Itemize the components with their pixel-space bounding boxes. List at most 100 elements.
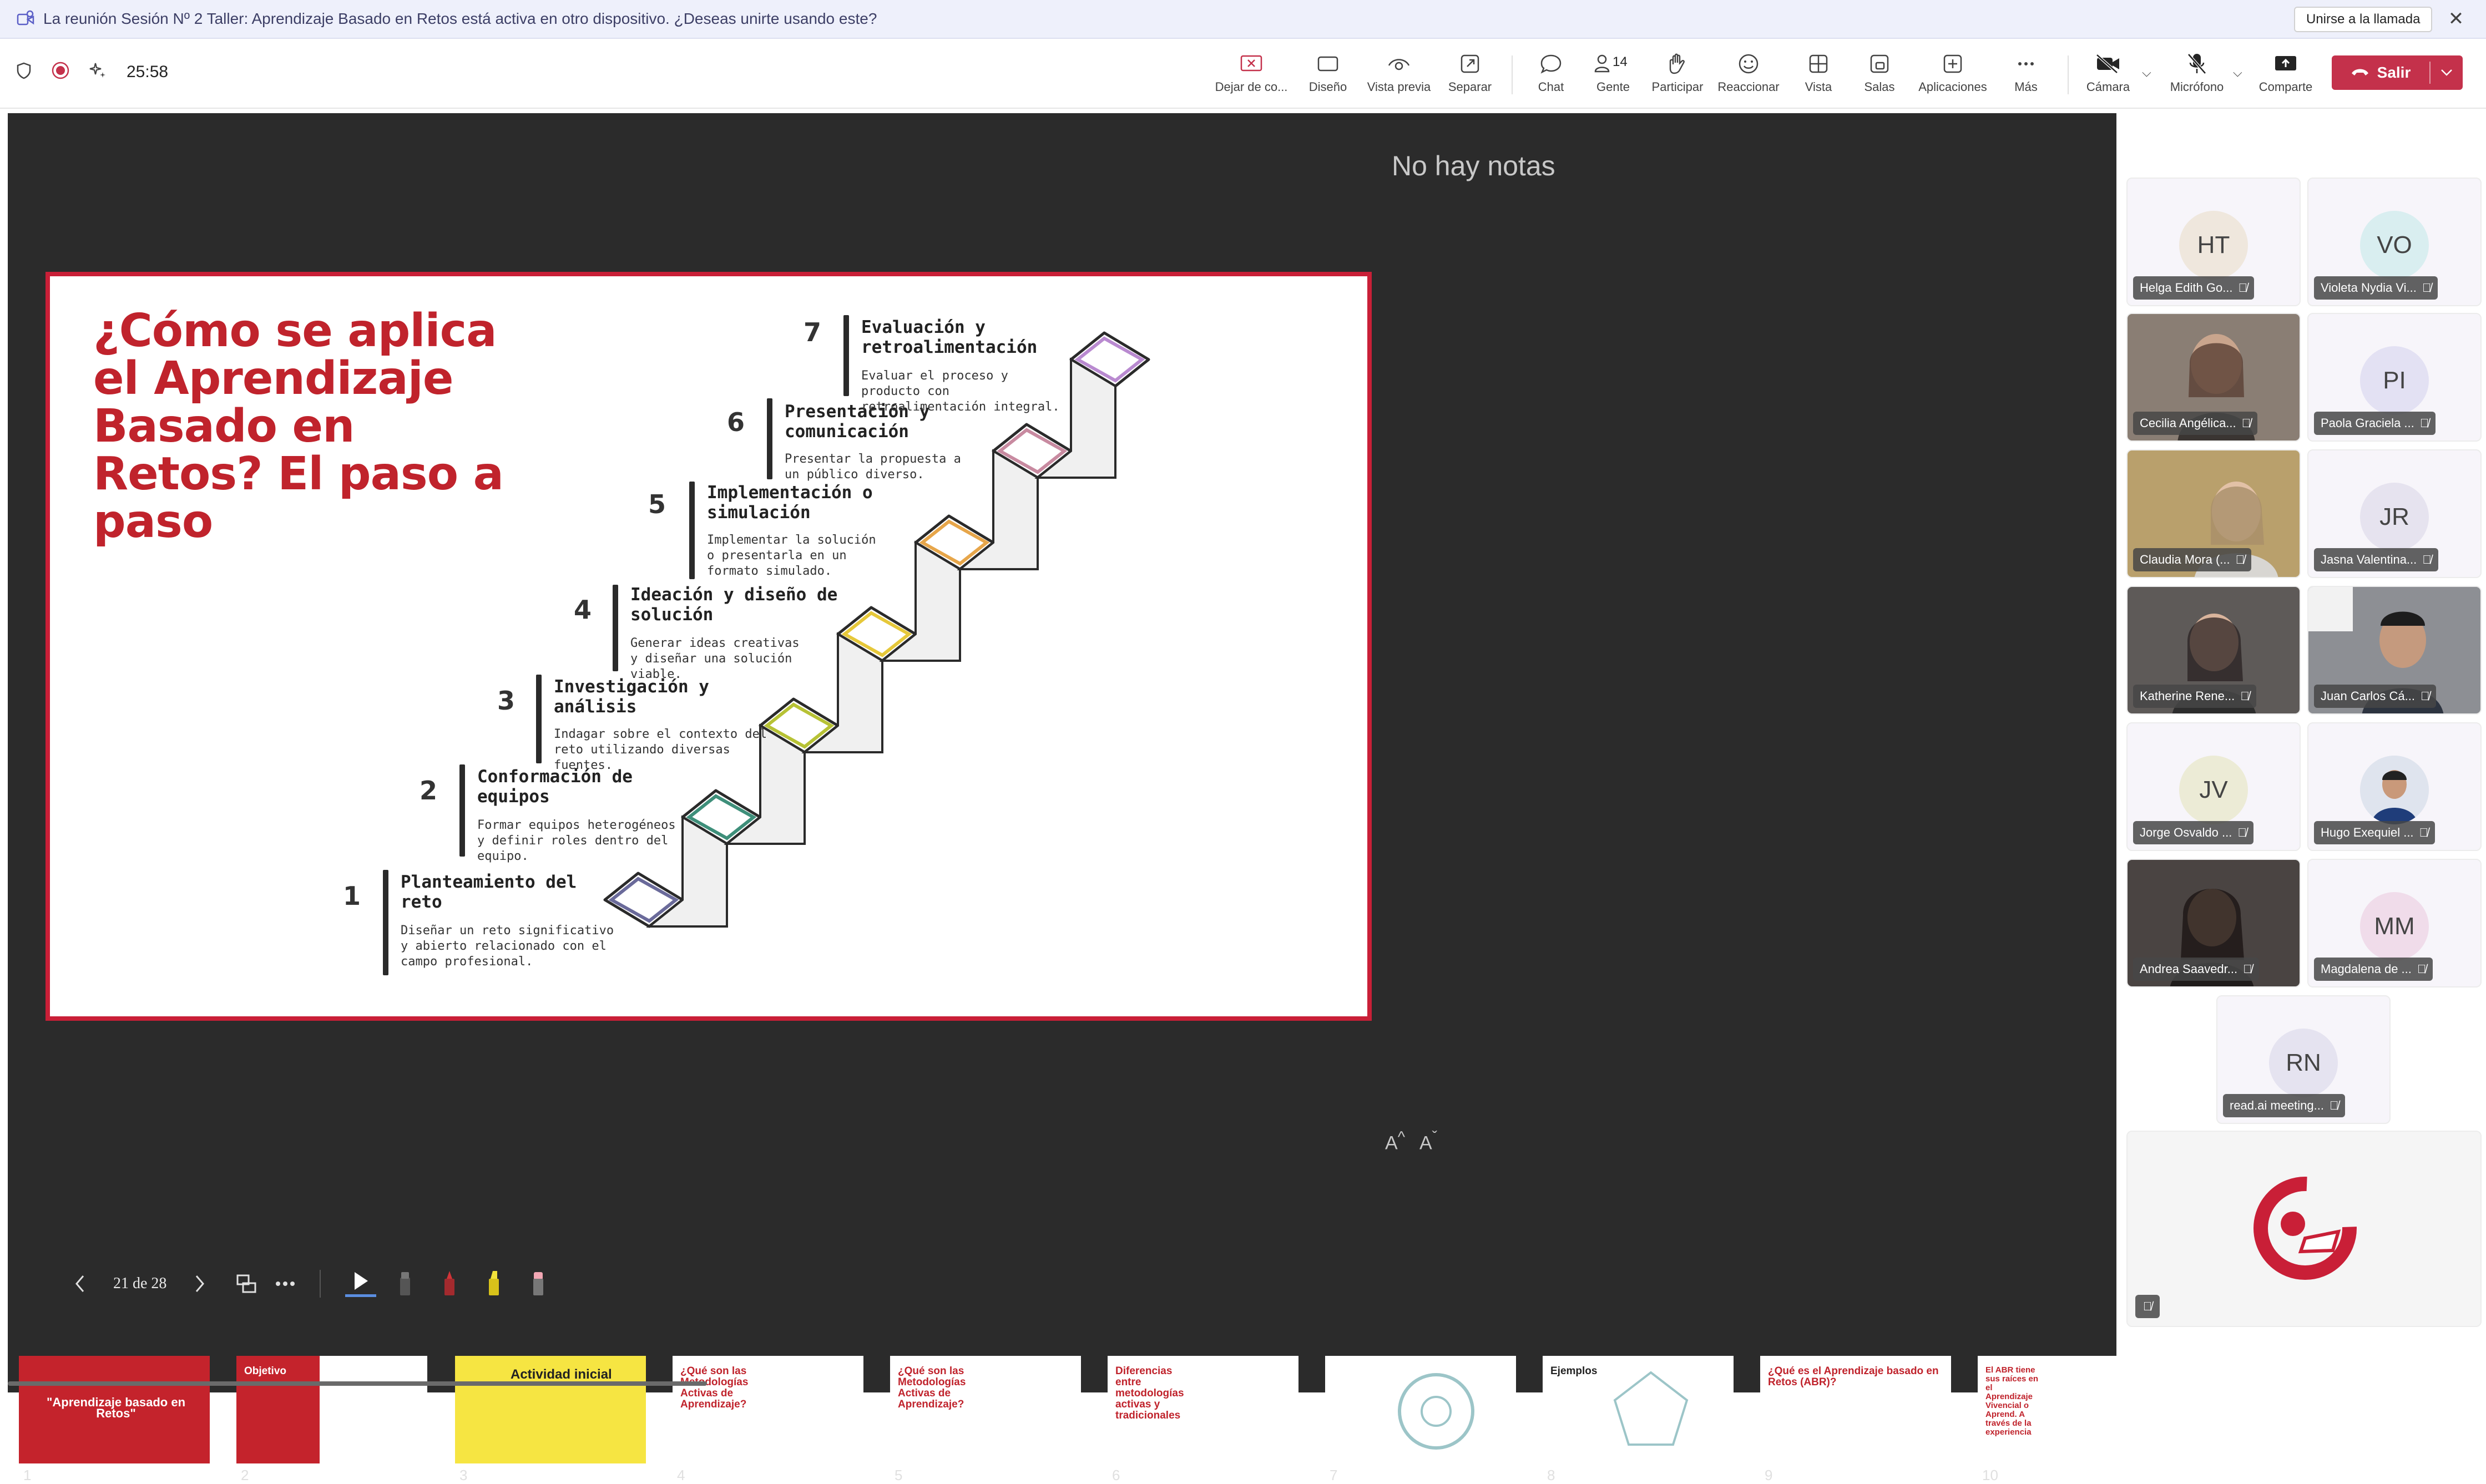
step-1-number: 1 xyxy=(343,881,361,911)
stop-share-button[interactable]: Dejar de co... xyxy=(1210,50,1293,100)
avatar: MM xyxy=(2360,892,2429,961)
rooms-button[interactable]: Salas xyxy=(1838,50,1921,100)
shield-icon[interactable] xyxy=(16,62,32,82)
view-button[interactable]: Vista xyxy=(1777,50,1860,100)
close-icon[interactable]: ✕ xyxy=(2448,8,2464,29)
participant-name: Juan Carlos Cá... xyxy=(2321,689,2415,703)
step-7-desc: Evaluar el proceso y producto con retroa… xyxy=(861,369,1060,414)
more-icon xyxy=(2015,50,2037,78)
leave-button[interactable]: Salir xyxy=(2332,55,2463,90)
pointer-tool-icon[interactable] xyxy=(338,1271,383,1297)
red-pen-tool-icon[interactable] xyxy=(427,1270,472,1298)
participant-video-tile[interactable]: Claudia Mora (...🎙̸ xyxy=(2126,449,2301,578)
step-7-title: Evaluación y retroalimentación xyxy=(861,317,1038,357)
participant-video-tile[interactable]: Andrea Saavedr...🎙̸ xyxy=(2126,859,2301,987)
step-7-number: 7 xyxy=(804,317,822,347)
meeting-toolbar: 25:58 Dejar de co... Diseño Vista previa… xyxy=(0,39,2486,109)
step-6-number: 6 xyxy=(727,407,745,437)
more-options-icon[interactable] xyxy=(269,1281,302,1287)
recording-icon[interactable] xyxy=(51,61,70,83)
thumbnail-scrollbar[interactable] xyxy=(8,1381,707,1386)
step-5-desc: Implementar la solución o presentarla en… xyxy=(707,533,876,578)
raise-hand-button[interactable]: Participar xyxy=(1636,50,1719,100)
step-2-desc: Formar equipos heterogéneos y definir ro… xyxy=(477,818,676,863)
step-3-title: Investigación y análisis xyxy=(554,677,709,717)
leave-options-chevron-icon[interactable] xyxy=(2431,69,2463,77)
thumbnail-1[interactable]: "Aprendizaje basado en Retos" xyxy=(19,1356,210,1463)
highlighter-tool-icon[interactable] xyxy=(472,1270,516,1298)
react-button[interactable]: Reaccionar xyxy=(1707,50,1790,100)
slide-overview-icon[interactable] xyxy=(224,1273,269,1294)
thumbnail-3[interactable]: Actividad inicial xyxy=(455,1356,646,1463)
preview-button[interactable]: Vista previa xyxy=(1357,50,1441,100)
more-button[interactable]: Más xyxy=(1984,50,2068,100)
join-call-button[interactable]: Unirse a la llamada xyxy=(2294,7,2433,32)
participant-tile[interactable]: Hugo Exequiel ...🎙̸ xyxy=(2307,722,2482,851)
step-6-title: Presentación y comunicación xyxy=(785,402,930,442)
font-increase-button[interactable]: A^ xyxy=(1385,1128,1405,1154)
next-slide-icon[interactable] xyxy=(183,1274,216,1293)
sparkle-icon[interactable] xyxy=(89,61,108,83)
participant-tile[interactable]: PI Paola Graciela ...🎙̸ xyxy=(2307,313,2482,442)
participant-video-tile[interactable]: Juan Carlos Cá... 🎙̸ xyxy=(2307,586,2482,715)
thumbnail-4[interactable]: ¿Qué son las Metodologías Activas de Apr… xyxy=(673,1356,863,1463)
layout-icon xyxy=(1317,50,1339,78)
slide-page-indicator: 21 de 28 xyxy=(113,1275,167,1292)
font-size-controls: A^ Aˇ xyxy=(1385,1128,1437,1154)
presentation-stage: No hay notas ¿Cómo se aplica el Aprendiz… xyxy=(8,113,2116,1483)
participant-tile[interactable]: JV Jorge Osvaldo ...🎙̸ xyxy=(2126,722,2301,851)
layout-button[interactable]: Diseño xyxy=(1286,50,1370,100)
apps-button[interactable]: Aplicaciones xyxy=(1911,50,1994,100)
participant-video-tile[interactable]: Katherine Rene...🎙̸ xyxy=(2126,586,2301,715)
step-4-number: 4 xyxy=(574,595,592,625)
avatar xyxy=(2360,756,2429,824)
mic-off-icon: 🎙̸ xyxy=(2419,416,2429,430)
chat-button[interactable]: Chat xyxy=(1509,50,1593,100)
participant-video-tile[interactable]: Cecilia Angélica...🎙̸ xyxy=(2126,313,2301,442)
microphone-button[interactable]: Micrófono xyxy=(2155,50,2239,100)
thumbnail-10[interactable]: El ABR tiene sus raíces en el Aprendizaj… xyxy=(1978,1356,2116,1463)
thumbnail-9[interactable]: ¿Qué es el Aprendizaje basado en Retos (… xyxy=(1760,1356,1951,1463)
eraser-tool-icon[interactable] xyxy=(383,1270,427,1298)
participant-tile[interactable]: RN read.ai meeting...🎙̸ xyxy=(2216,995,2391,1124)
slide-title: ¿Cómo se aplica el Aprendizaje Basado en… xyxy=(93,305,504,548)
step-6-desc: Presentar la propuesta a un público dive… xyxy=(785,452,961,482)
popout-icon xyxy=(1459,50,1481,78)
prev-slide-icon[interactable] xyxy=(63,1274,97,1293)
thumbnail-6[interactable]: Diferencias entre metodologías activas y… xyxy=(1108,1356,1298,1463)
thumbnail-8[interactable]: Ejemplos xyxy=(1543,1356,1734,1463)
font-decrease-button[interactable]: Aˇ xyxy=(1419,1128,1438,1154)
participant-tile[interactable]: VO Violeta Nydia Vi...🎙̸ xyxy=(2307,178,2482,306)
thumbnail-5[interactable]: ¿Qué son las Metodologías Activas de Apr… xyxy=(890,1356,1081,1463)
step-5-title: Implementación o simulación xyxy=(707,483,873,523)
logo-icon xyxy=(2253,1177,2357,1280)
mic-off-icon: 🎙̸ xyxy=(2420,689,2430,703)
participant-tile[interactable]: HT Helga Edith Go...🎙̸ xyxy=(2126,178,2301,306)
participant-tile[interactable]: MM Magdalena de ...🎙̸ xyxy=(2307,859,2482,987)
participant-name: Claudia Mora (... xyxy=(2140,553,2230,566)
share-button[interactable]: Comparte xyxy=(2244,50,2327,100)
camera-button[interactable]: Cámara xyxy=(2066,50,2150,100)
participant-name: Paola Graciela ... xyxy=(2321,416,2414,430)
plus-icon xyxy=(1942,50,1964,78)
popout-button[interactable]: Separar xyxy=(1428,50,1512,100)
self-view-tile[interactable]: 🎙̸ xyxy=(2126,1131,2482,1327)
mic-off-icon: 🎙̸ xyxy=(2238,281,2248,295)
pink-eraser-tool-icon[interactable] xyxy=(516,1270,560,1298)
staircase-diagram xyxy=(603,331,1150,928)
step-3-desc: Indagar sobre el contexto del reto utili… xyxy=(554,727,767,772)
camera-options-chevron-icon[interactable]: ⌵ xyxy=(2142,65,2151,79)
mic-off-icon: 🎙̸ xyxy=(2422,553,2432,566)
step-4-desc: Generar ideas creativas y diseñar una so… xyxy=(630,636,800,681)
notification-banner: La reunión Sesión Nº 2 Taller: Aprendiza… xyxy=(0,0,2486,39)
thumbnail-7[interactable] xyxy=(1325,1356,1516,1463)
participant-name: Andrea Saavedr... xyxy=(2140,962,2238,976)
thumbnail-2[interactable]: Objetivo xyxy=(236,1356,427,1463)
step-4-title: Ideación y diseño de solución xyxy=(630,585,838,625)
participant-tile[interactable]: JR Jasna Valentina...🎙̸ xyxy=(2307,449,2482,578)
chat-icon xyxy=(1539,50,1563,78)
avatar: RN xyxy=(2269,1029,2338,1097)
mic-options-chevron-icon[interactable]: ⌵ xyxy=(2233,65,2242,79)
people-button[interactable]: 14 Gente xyxy=(1572,50,1655,100)
mic-off-icon: 🎙̸ xyxy=(2135,1295,2160,1318)
